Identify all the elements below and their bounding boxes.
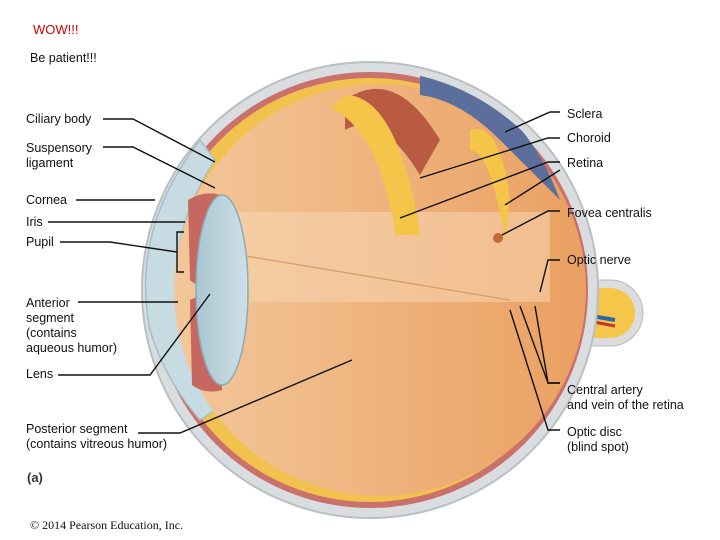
label-suspensory-ligament: Suspensory ligament	[26, 141, 93, 170]
copyright-notice: © 2014 Pearson Education, Inc.	[30, 518, 184, 532]
page-title: WOW!!!	[33, 22, 79, 37]
label-pupil: Pupil	[26, 235, 54, 249]
label-cornea: Cornea	[26, 193, 67, 207]
label-retina: Retina	[567, 156, 604, 170]
label-posterior-segment: Posterior segment (contains vitreous hum…	[26, 422, 168, 451]
label-optic-disc: Optic disc (blind spot)	[567, 425, 629, 454]
label-choroid: Choroid	[567, 131, 611, 145]
lens-shape	[195, 194, 249, 386]
label-optic-nerve: Optic nerve	[567, 253, 631, 267]
leader-lines	[48, 111, 561, 434]
label-ciliary-body: Ciliary body	[26, 112, 92, 126]
label-central-artery-vein: Central artery and vein of the retina	[567, 383, 684, 412]
label-anterior-segment: Anterior segment (contains aqueous humor…	[26, 296, 118, 355]
fovea-marker	[493, 233, 503, 243]
label-lens: Lens	[26, 367, 54, 381]
panel-label: (a)	[27, 470, 43, 485]
page-subtitle: Be patient!!!	[30, 51, 97, 65]
label-fovea-centralis: Fovea centralis	[567, 206, 652, 220]
label-iris: Iris	[26, 215, 43, 229]
label-sclera: Sclera	[567, 107, 603, 121]
